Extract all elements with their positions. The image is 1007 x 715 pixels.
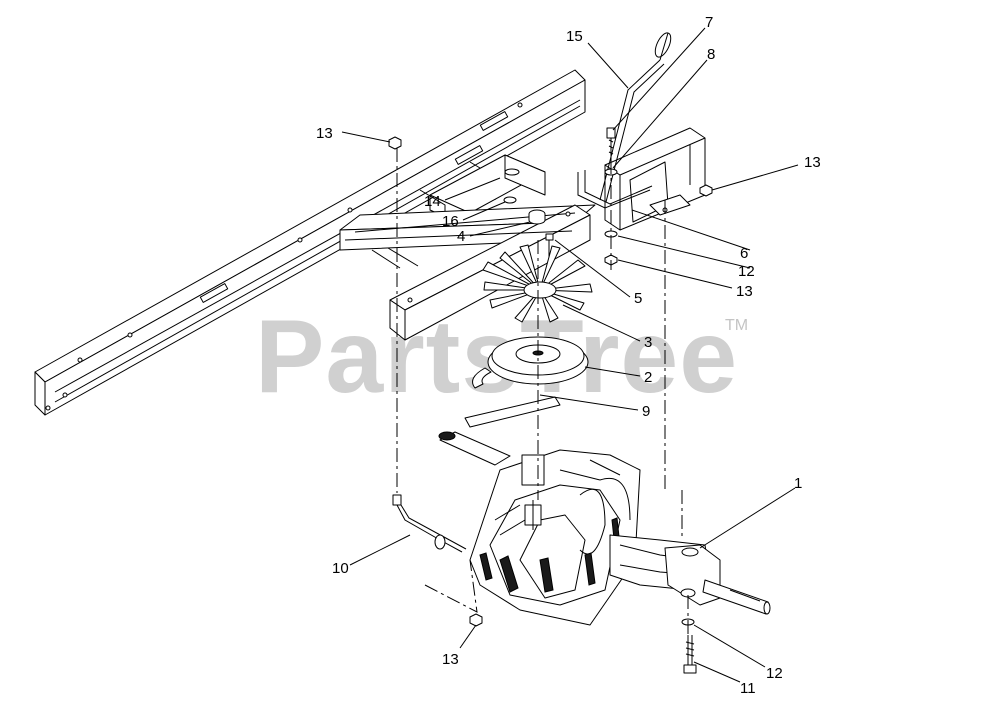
- assembly-centerlines: [396, 148, 689, 665]
- callout-14: 14: [424, 193, 441, 210]
- lever-rod: [577, 32, 672, 209]
- callout-11: 11: [740, 680, 756, 697]
- bolt-11: [683, 635, 697, 674]
- watermark-tm: TM: [725, 317, 748, 334]
- cooling-fan: [482, 244, 593, 323]
- nut-13-bottom: [469, 613, 483, 627]
- callout-3: 3: [644, 334, 652, 351]
- leader-lines: [341, 27, 799, 683]
- callout-13-bottom: 13: [442, 651, 459, 668]
- callout-4: 4: [457, 228, 465, 245]
- right-bracket: [604, 127, 706, 231]
- callout-6: 6: [740, 245, 748, 262]
- callout-13-right: 13: [736, 283, 753, 300]
- callout-15: 15: [566, 28, 583, 45]
- washer-16: [503, 196, 517, 204]
- nut-13-upper-left: [388, 136, 402, 150]
- frame-bracket: [429, 154, 546, 229]
- transaxle: [438, 431, 771, 626]
- callout-1: 1: [794, 475, 802, 492]
- callout-16: 16: [442, 213, 459, 230]
- callout-2: 2: [644, 369, 652, 386]
- nut-13-upper-right: [699, 184, 713, 197]
- callout-labels: 15 7 8 13 13 14 16 4 6 12 13 5 3 2 9 1 1…: [316, 14, 821, 697]
- callout-5: 5: [634, 290, 642, 307]
- spacer-4: [528, 209, 546, 225]
- callout-12-bottom: 12: [766, 665, 783, 682]
- callout-12-upper: 12: [738, 263, 755, 280]
- callout-10: 10: [332, 560, 349, 577]
- callout-8: 8: [707, 46, 715, 63]
- callout-9: 9: [642, 403, 650, 420]
- control-rod-10: [392, 494, 467, 553]
- cross-channel: [339, 204, 596, 341]
- drive-belt: [464, 396, 561, 428]
- callout-7: 7: [705, 14, 713, 31]
- screw-5: [545, 233, 554, 258]
- callout-13-upper-left: 13: [316, 125, 333, 142]
- bolt-washer-stack: [604, 127, 618, 266]
- callout-13-upper-right: 13: [804, 154, 821, 171]
